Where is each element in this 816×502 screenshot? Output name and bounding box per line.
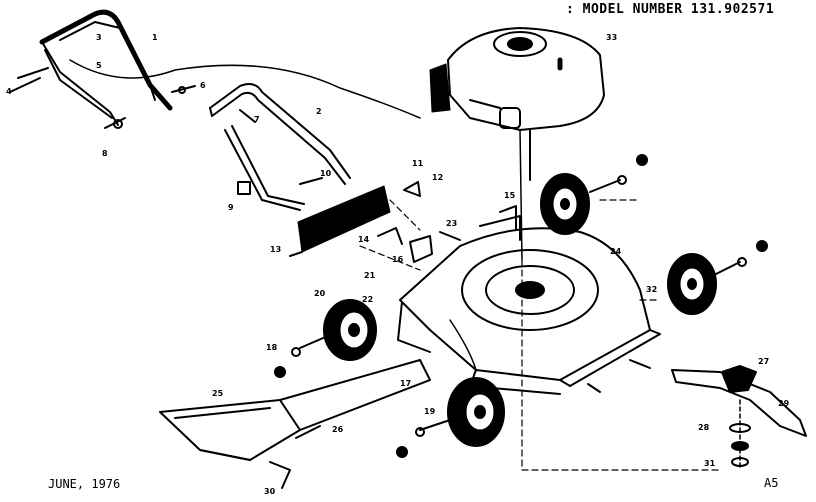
callout-31: 31 bbox=[704, 459, 716, 468]
callout-32: 32 bbox=[646, 285, 657, 294]
callout-22: 22 bbox=[362, 295, 373, 304]
throttle-cable bbox=[69, 59, 421, 119]
callout-5: 5 bbox=[96, 61, 102, 70]
callout-17: 17 bbox=[400, 379, 411, 388]
small-hardware bbox=[269, 181, 651, 489]
callout-3: 3 bbox=[96, 33, 102, 42]
callout-1: 1 bbox=[152, 33, 158, 42]
rear-skirt bbox=[159, 359, 431, 461]
callout-30: 30 bbox=[264, 487, 276, 496]
callout-11: 11 bbox=[412, 159, 424, 168]
date-label: JUNE, 1976 bbox=[48, 477, 121, 491]
drawing-code: A5 bbox=[764, 476, 779, 490]
callout-numbers: 1 2 3 4 5 6 7 8 9 10 11 12 13 14 15 16 1… bbox=[6, 33, 790, 496]
callout-28: 28 bbox=[698, 423, 710, 432]
callout-10: 10 bbox=[320, 169, 332, 178]
mower-blade bbox=[671, 365, 807, 471]
front-wheel-upper bbox=[540, 154, 648, 235]
handle-fasteners bbox=[9, 67, 323, 195]
callout-13: 13 bbox=[270, 245, 281, 254]
callout-6: 6 bbox=[200, 81, 206, 90]
front-wheel-right bbox=[667, 240, 768, 315]
callout-9: 9 bbox=[228, 203, 234, 212]
grass-deflector bbox=[289, 185, 391, 257]
rear-wheel-bottom bbox=[396, 377, 505, 458]
callout-23: 23 bbox=[446, 219, 457, 228]
callout-29: 29 bbox=[778, 399, 790, 408]
callout-25: 25 bbox=[212, 389, 224, 398]
upper-handle bbox=[39, 9, 173, 126]
callout-33: 33 bbox=[606, 33, 617, 42]
callout-26: 26 bbox=[332, 425, 344, 434]
callout-8: 8 bbox=[102, 149, 108, 158]
callout-20: 20 bbox=[314, 289, 326, 298]
engine bbox=[429, 27, 605, 261]
callout-21: 21 bbox=[364, 271, 376, 280]
callout-12: 12 bbox=[432, 173, 443, 182]
rear-wheel-left bbox=[274, 299, 377, 378]
callout-4: 4 bbox=[6, 87, 12, 96]
callout-19: 19 bbox=[424, 407, 436, 416]
model-number-header: : MODEL NUMBER 131.902571 bbox=[566, 2, 775, 17]
lower-handle bbox=[209, 83, 351, 211]
callout-16: 16 bbox=[392, 255, 404, 264]
callout-15: 15 bbox=[504, 191, 516, 200]
callout-18: 18 bbox=[266, 343, 278, 352]
assembly-lines bbox=[359, 199, 721, 471]
callout-7: 7 bbox=[254, 115, 260, 124]
mower-deck bbox=[397, 215, 661, 395]
callout-14: 14 bbox=[358, 235, 370, 244]
callout-24: 24 bbox=[610, 247, 622, 256]
callout-2: 2 bbox=[316, 107, 322, 116]
callout-27: 27 bbox=[758, 357, 769, 366]
